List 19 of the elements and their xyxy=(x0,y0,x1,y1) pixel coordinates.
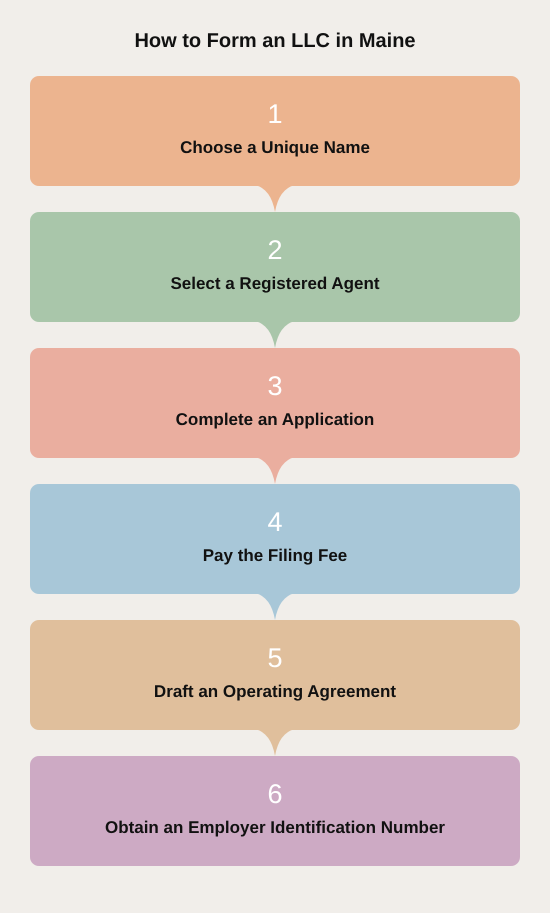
step-label: Draft an Operating Agreement xyxy=(154,682,396,702)
step-number: 6 xyxy=(267,778,283,810)
step-box xyxy=(30,348,520,458)
step-box xyxy=(30,212,520,322)
step-number: 1 xyxy=(267,98,283,130)
title: How to Form an LLC in Maine xyxy=(134,30,416,53)
step-label: Pay the Filing Fee xyxy=(202,546,348,566)
step-number: 4 xyxy=(267,506,283,538)
step-label: Choose a Unique Name xyxy=(180,138,370,158)
step-box xyxy=(30,76,520,186)
step-box xyxy=(30,484,520,594)
step-number: 5 xyxy=(267,642,283,674)
step-label: Obtain an Employer Identification Number xyxy=(104,818,446,838)
step-box xyxy=(30,756,520,866)
step-number: 2 xyxy=(267,234,283,266)
step-label: Select a Registered Agent xyxy=(170,274,380,294)
step-label: Complete an Application xyxy=(176,410,374,430)
step-number: 3 xyxy=(267,370,283,402)
step-box xyxy=(30,620,520,730)
